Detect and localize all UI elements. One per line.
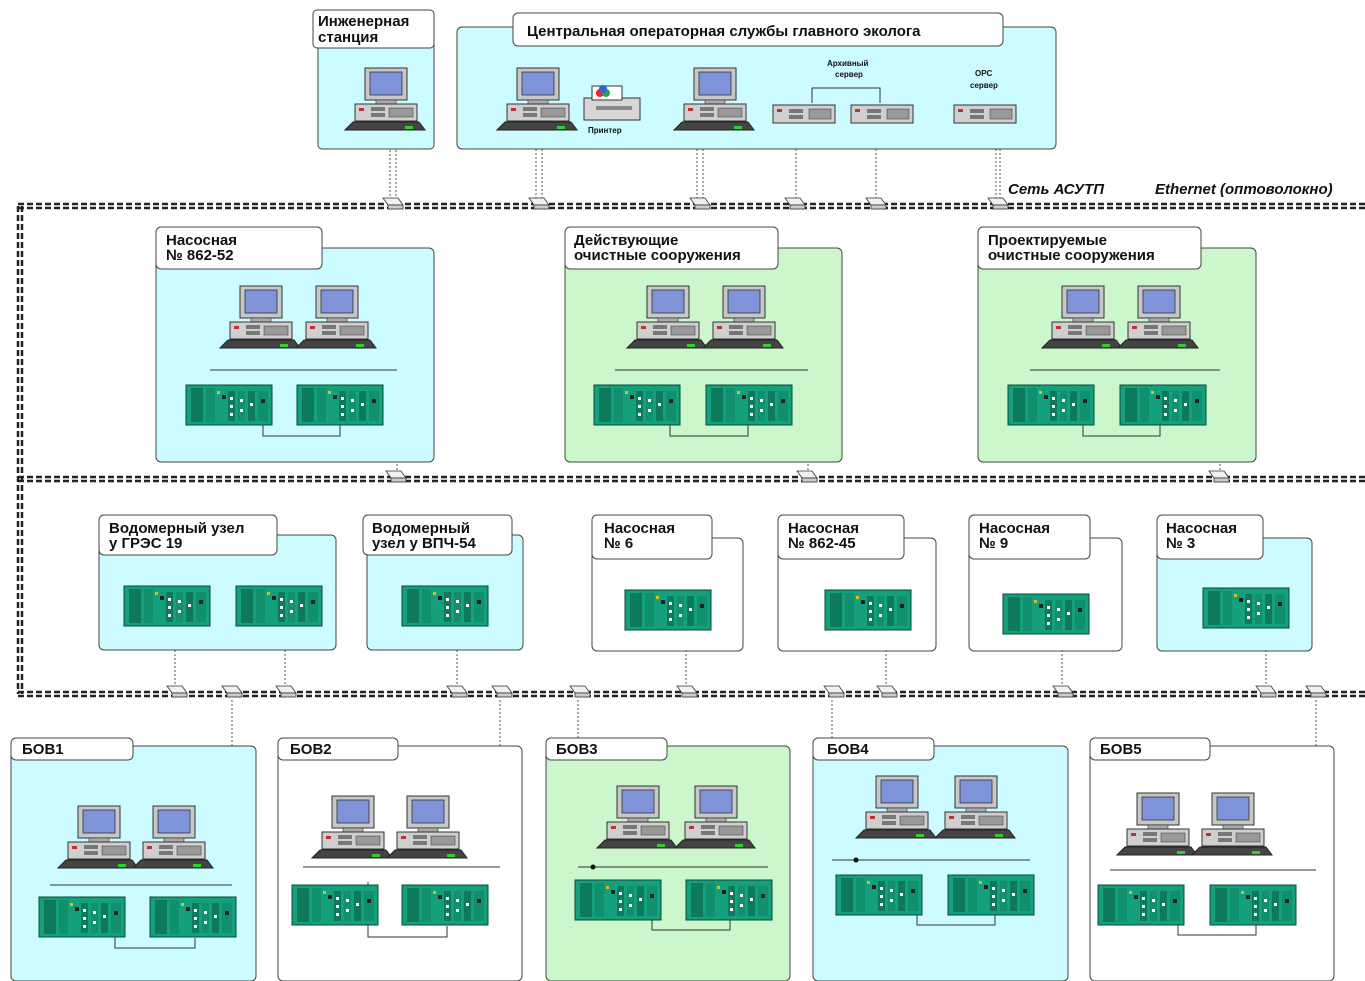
- controller-rack-icon: [401, 884, 489, 926]
- vpch-title-1: Водомерный: [372, 520, 470, 537]
- opc-server-label-1: OPC: [975, 69, 993, 78]
- controller-rack-icon: [291, 884, 379, 926]
- opc-server-label-2: сервер: [970, 81, 998, 90]
- bov2-title: БОВ2: [290, 741, 332, 758]
- pump-862-45-title-2: № 862-45: [788, 535, 856, 552]
- opc-server-icon: [953, 104, 1017, 124]
- existing-treatment-panel: Действующие очистные сооружения: [564, 226, 843, 463]
- pump3-title-2: № 3: [1166, 535, 1195, 552]
- bov4-panel: БОВ4: [812, 737, 1069, 981]
- controller-rack-icon: [1209, 884, 1297, 926]
- controller-rack-icon: [593, 384, 681, 426]
- controller-rack-icon: [235, 585, 323, 627]
- engineering-station-title-2: станция: [318, 29, 378, 46]
- controller-rack-icon: [123, 585, 211, 627]
- central-operator-panel: Центральная операторная службы главного …: [456, 12, 1057, 150]
- pump3-title-1: Насосная: [1166, 520, 1237, 537]
- controller-rack-icon: [185, 384, 273, 426]
- pump-862-45-panel: Насосная № 862-45: [777, 514, 937, 652]
- gres-title-1: Водомерный узел: [109, 520, 244, 537]
- switch-icon: [1255, 685, 1277, 698]
- controller-rack-icon: [38, 896, 126, 938]
- pump-862-52-panel: Насосная № 862-52: [155, 226, 435, 463]
- controller-rack-icon: [1007, 384, 1095, 426]
- network-label-asutp: Сеть АСУТП: [1008, 181, 1105, 198]
- controller-rack-icon: [1097, 884, 1185, 926]
- pump-862-45-title-1: Насосная: [788, 520, 859, 537]
- controller-rack-icon: [685, 879, 773, 921]
- controller-rack-icon: [149, 896, 237, 938]
- bov2-panel: БОВ2: [277, 737, 523, 981]
- switch-icon: [166, 685, 188, 698]
- pump-862-52-title-1: Насосная: [166, 232, 237, 249]
- switch-icon: [876, 685, 898, 698]
- existing-treatment-title-2: очистные сооружения: [574, 247, 741, 264]
- switch-icon: [823, 685, 845, 698]
- archive-server-label-2: сервер: [835, 70, 863, 79]
- vpch-water-meter-panel: Водомерный узел у ВПЧ-54: [362, 514, 524, 651]
- controller-rack-icon: [1202, 587, 1290, 629]
- controller-rack-icon: [835, 874, 923, 916]
- controller-rack-icon: [574, 879, 662, 921]
- existing-treatment-title-1: Действующие: [574, 232, 678, 249]
- bov3-panel: БОВ3: [545, 737, 791, 981]
- pump-862-52-title-2: № 862-52: [166, 247, 234, 264]
- controller-rack-icon: [1119, 384, 1207, 426]
- archive-server-label-1: Архивный: [827, 59, 869, 68]
- pump9-title-1: Насосная: [979, 520, 1050, 537]
- gres-water-meter-panel: Водомерный узел у ГРЭС 19: [98, 514, 337, 651]
- pump3-panel: Насосная № 3: [1156, 514, 1313, 652]
- pump9-title-2: № 9: [979, 535, 1008, 552]
- bov1-panel: БОВ1: [10, 737, 257, 981]
- archive-server-icon: [850, 104, 914, 124]
- switch-icon: [382, 197, 404, 210]
- pump6-panel: Насосная № 6: [591, 514, 744, 652]
- network-lines: [16, 202, 1365, 698]
- printer-label: Принтер: [588, 126, 622, 135]
- projected-treatment-title-1: Проектируемые: [988, 232, 1107, 249]
- pump6-title-1: Насосная: [604, 520, 675, 537]
- bov1-title: БОВ1: [22, 741, 64, 758]
- controller-rack-icon: [947, 874, 1035, 916]
- bov4-title: БОВ4: [827, 741, 869, 758]
- controller-rack-icon: [624, 589, 712, 631]
- gres-title-2: у ГРЭС 19: [109, 535, 182, 552]
- switch-icon: [796, 470, 818, 483]
- bov5-panel: БОВ5: [1089, 737, 1335, 981]
- controller-rack-icon: [296, 384, 384, 426]
- network-label-ethernet: Ethernet (оптоволокно): [1155, 181, 1333, 198]
- controller-rack-icon: [1002, 593, 1090, 635]
- controller-rack-icon: [824, 589, 912, 631]
- projected-treatment-title-2: очистные сооружения: [988, 247, 1155, 264]
- printer-icon: [583, 85, 641, 121]
- bov3-title: БОВ3: [556, 741, 598, 758]
- engineering-station-title-1: Инженерная: [318, 13, 409, 30]
- controller-rack-icon: [705, 384, 793, 426]
- central-operator-title: Центральная операторная службы главного …: [527, 23, 921, 40]
- controller-rack-icon: [401, 585, 489, 627]
- engineering-station-panel: Инженерная станция: [312, 9, 435, 150]
- projected-treatment-panel: Проектируемые очистные сооружения: [977, 226, 1257, 463]
- pump9-panel: Насосная № 9: [968, 514, 1123, 652]
- archive-server-icon: [772, 104, 836, 124]
- bov5-title: БОВ5: [1100, 741, 1142, 758]
- vpch-title-2: узел у ВПЧ-54: [372, 535, 476, 552]
- pump6-title-2: № 6: [604, 535, 633, 552]
